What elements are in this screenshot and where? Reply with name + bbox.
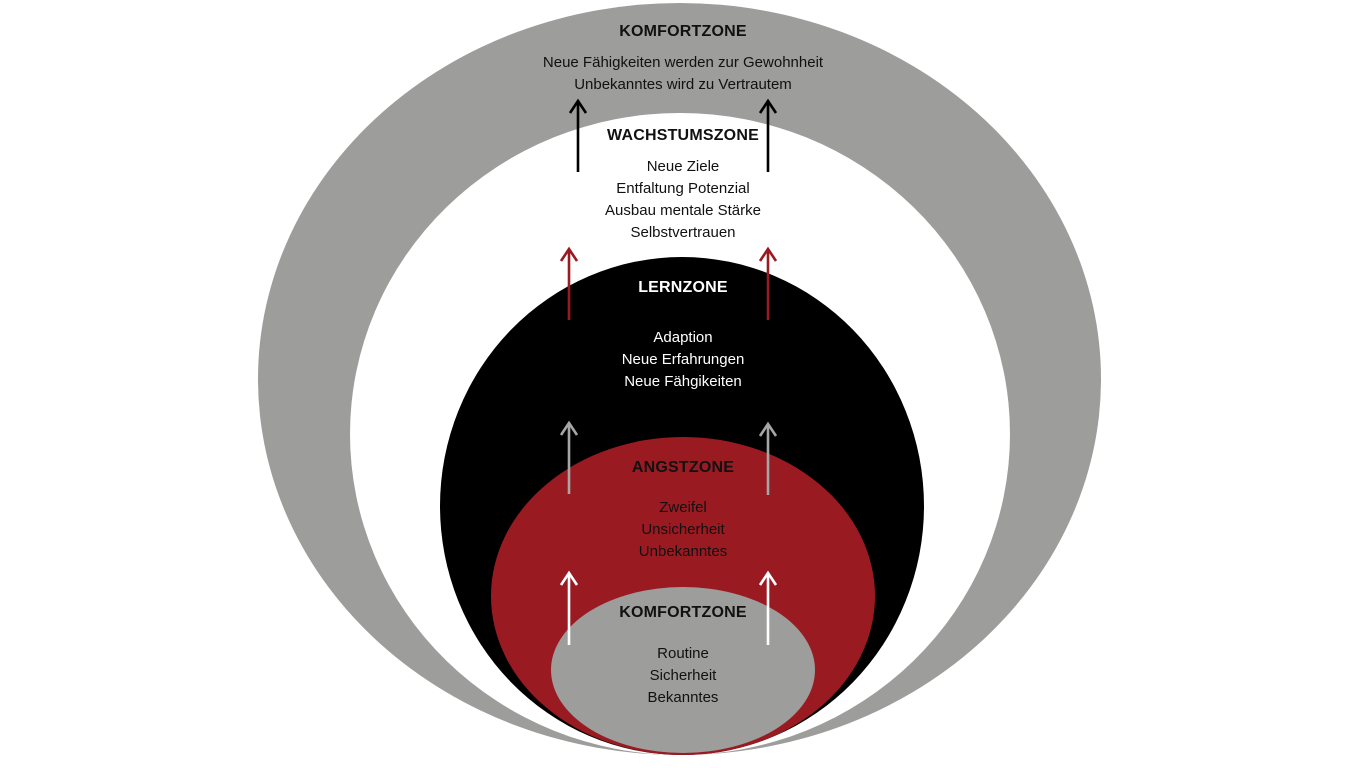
learning-zone-line: Neue Fähgikeiten <box>624 373 742 390</box>
fear-zone-title: ANGSTZONE <box>631 459 735 476</box>
arrow-pair-learning-to-growth <box>559 246 778 320</box>
outer-comfort-zone-description: Neue Fähigkeiten werden zur Gewohnheit U… <box>0 52 1366 96</box>
arrow-up-icon <box>758 98 778 172</box>
outer-comfort-zone-line: Unbekanntes wird zu Vertrautem <box>574 76 792 93</box>
fear-zone-line: Zweifel <box>659 499 707 516</box>
arrow-up-icon <box>568 98 588 172</box>
arrow-up-icon <box>758 570 778 645</box>
growth-zone-line: Ausbau mentale Stärke <box>605 202 761 219</box>
growth-zone-line: Neue Ziele <box>646 158 720 175</box>
inner-comfort-zone-line: Bekanntes <box>647 689 719 706</box>
inner-comfort-zone-line: Routine <box>657 645 709 662</box>
inner-comfort-zone-description: Routine Sicherheit Bekanntes <box>0 643 1366 709</box>
learning-zone-line: Adaption <box>653 329 713 346</box>
fear-zone-line: Unsicherheit <box>641 521 725 538</box>
outer-comfort-zone-line: Neue Fähigkeiten werden zur Gewohnheit <box>542 54 824 71</box>
fear-zone-description: Zweifel Unsicherheit Unbekanntes <box>0 497 1366 563</box>
learning-zone-description: Adaption Neue Erfahrungen Neue Fähgikeit… <box>0 327 1366 393</box>
growth-zone-line: Selbstvertrauen <box>630 224 736 241</box>
arrow-up-icon <box>758 246 778 320</box>
growth-zone-line: Entfaltung Potenzial <box>616 180 750 197</box>
learning-zone-line: Neue Erfahrungen <box>621 351 745 368</box>
arrow-up-icon <box>559 246 579 320</box>
inner-comfort-zone-line: Sicherheit <box>649 667 717 684</box>
arrow-pair-fear-to-learning <box>559 420 778 495</box>
growth-zone-title: WACHSTUMSZONE <box>607 127 759 144</box>
arrow-up-icon <box>559 570 579 645</box>
arrow-pair-comfort-to-fear <box>559 570 778 645</box>
learning-zone-title: LERNZONE <box>638 279 728 296</box>
fear-zone-line: Unbekanntes <box>638 543 728 560</box>
arrow-up-icon <box>758 421 778 495</box>
inner-comfort-zone-title: KOMFORTZONE <box>619 604 747 621</box>
arrow-pair-growth-to-comfort <box>568 98 778 172</box>
outer-comfort-zone-title: KOMFORTZONE <box>619 23 747 40</box>
inner-comfort-zone-ellipse <box>551 587 815 753</box>
growth-zone-description: Neue Ziele Entfaltung Potenzial Ausbau m… <box>0 156 1366 244</box>
arrow-up-icon <box>559 420 579 494</box>
